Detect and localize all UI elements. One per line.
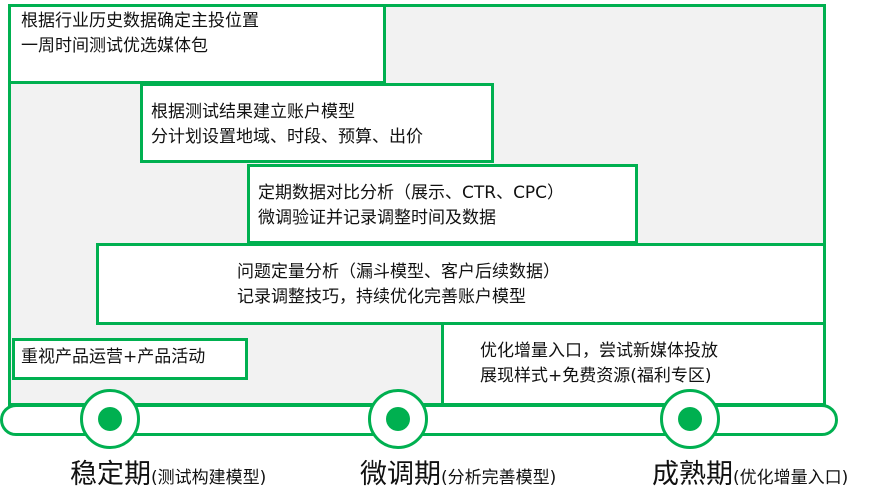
step-4-line-2: 记录调整技巧，持续优化完善账户模型 — [237, 287, 526, 307]
stage-label-1: 稳定期(测试构建模型) — [70, 452, 266, 491]
step-2-line-1: 根据测试结果建立账户模型 — [151, 102, 355, 122]
step-1-line-2: 一周时间测试优选媒体包 — [21, 36, 208, 56]
step-1-line-1: 根据行业历史数据确定主投位置 — [21, 11, 259, 31]
node-dot-icon — [678, 407, 702, 431]
step-box-1: 根据行业历史数据确定主投位置 一周时间测试优选媒体包 — [8, 4, 386, 84]
node-dot-icon — [386, 407, 410, 431]
step-box-5: 重视产品运营+产品活动 — [12, 338, 248, 380]
stage-label-2: 微调期(分析完善模型) — [360, 452, 556, 491]
stage-name: 稳定期 — [70, 459, 151, 490]
step-box-2: 根据测试结果建立账户模型 分计划设置地域、时段、预算、出价 — [140, 83, 494, 163]
stage-name: 微调期 — [360, 459, 441, 490]
step-2-line-2: 分计划设置地域、时段、预算、出价 — [151, 127, 423, 147]
step-box-4: 问题定量分析（漏斗模型、客户后续数据） 记录调整技巧，持续优化完善账户模型 — [96, 243, 826, 325]
step-6-line-2: 展现样式+免费资源(福利专区) — [480, 366, 712, 386]
step-3-line-2: 微调验证并记录调整时间及数据 — [258, 208, 496, 228]
timeline-node-2 — [368, 389, 428, 449]
stage-name: 成熟期 — [652, 459, 733, 490]
step-box-3: 定期数据对比分析（展示、CTR、CPC） 微调验证并记录调整时间及数据 — [247, 164, 638, 244]
stage-sub: (分析完善模型) — [441, 468, 557, 488]
timeline-node-1 — [80, 389, 140, 449]
step-5-line-1: 重视产品运营+产品活动 — [21, 347, 206, 367]
timeline-node-3 — [660, 389, 720, 449]
stage-sub: (优化增量入口) — [733, 468, 849, 488]
step-3-line-1: 定期数据对比分析（展示、CTR、CPC） — [258, 183, 565, 203]
stage-label-3: 成熟期(优化增量入口) — [652, 452, 848, 491]
node-dot-icon — [98, 407, 122, 431]
step-box-6: 优化增量入口，尝试新媒体投放 展现样式+免费资源(福利专区) — [441, 322, 826, 406]
stage-sub: (测试构建模型) — [151, 468, 267, 488]
step-4-line-1: 问题定量分析（漏斗模型、客户后续数据） — [237, 262, 560, 282]
step-6-line-1: 优化增量入口，尝试新媒体投放 — [480, 341, 718, 361]
